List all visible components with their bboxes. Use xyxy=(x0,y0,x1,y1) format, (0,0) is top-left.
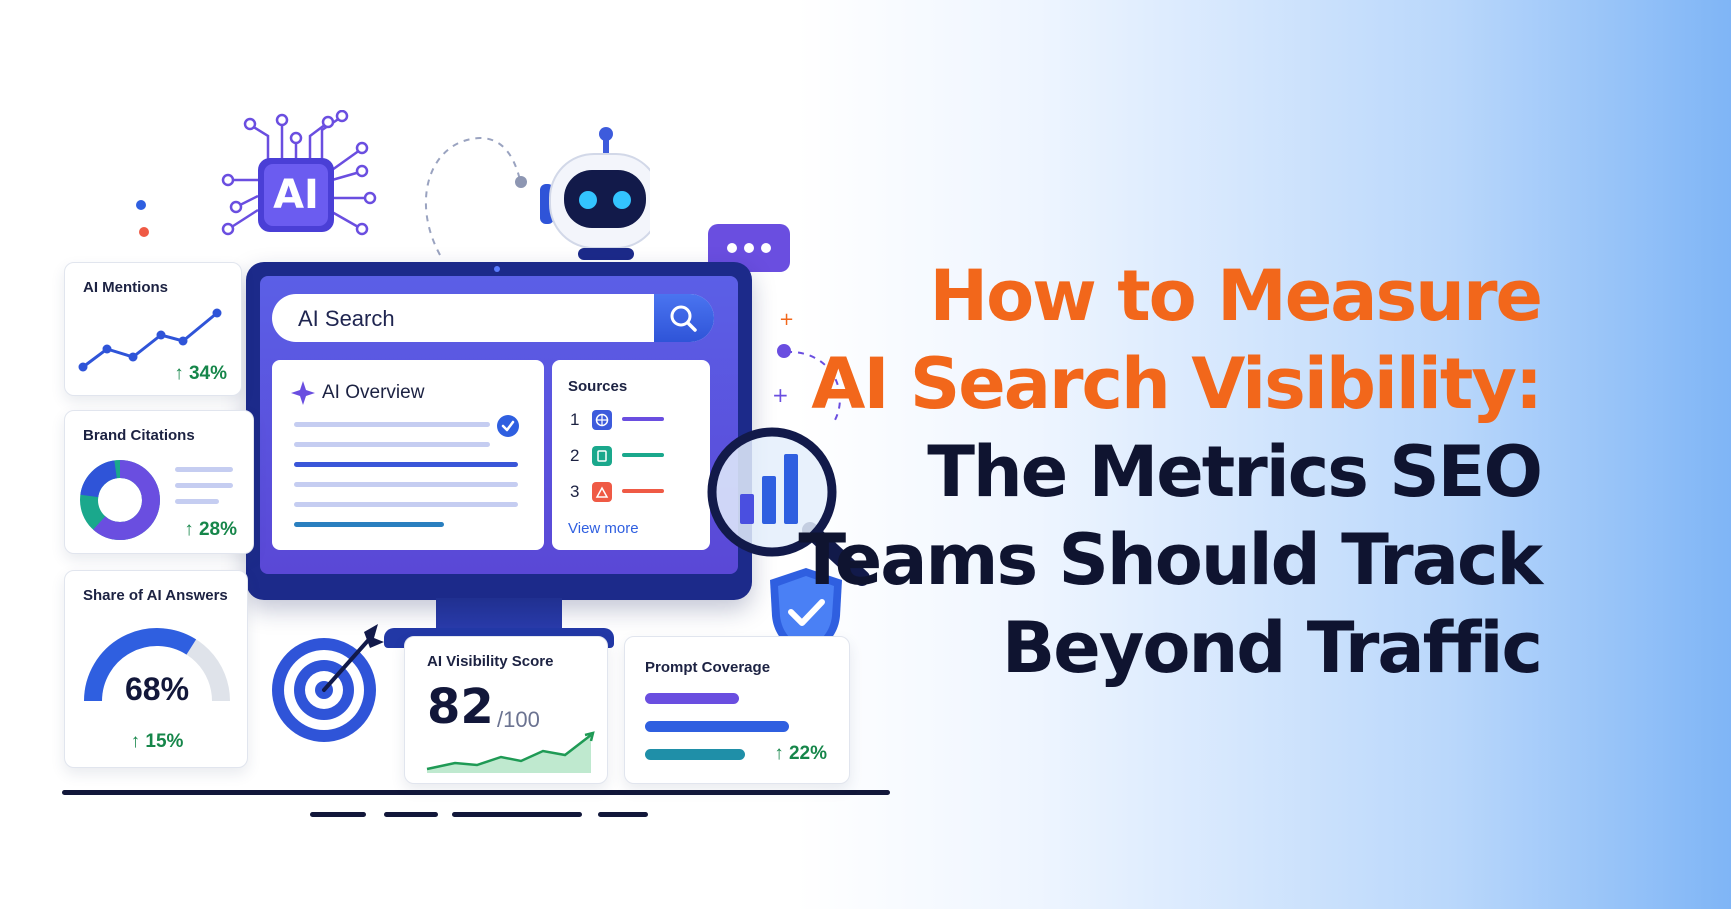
monitor-camera xyxy=(494,266,500,272)
globe-icon xyxy=(592,410,612,430)
headline-line-5: Beyond Traffic xyxy=(1001,607,1543,689)
source-line-2 xyxy=(622,453,664,457)
share-change: ↑ 15% xyxy=(130,731,184,752)
overview-line-4 xyxy=(294,482,518,487)
headline-line-1: How to Measure xyxy=(929,255,1543,337)
prompt-bar-2 xyxy=(645,721,789,732)
headline: How to Measure AI Search Visibility: The… xyxy=(781,252,1543,692)
ai-chip-circuit xyxy=(221,110,377,236)
card-title: Prompt Coverage xyxy=(645,659,771,676)
score-value: 82 xyxy=(427,679,494,735)
source-number: 2 xyxy=(570,446,580,465)
card-title: Share of AI Answers xyxy=(83,587,228,604)
mentions-change: ↑ 34% xyxy=(174,363,227,384)
image-icon xyxy=(592,482,612,502)
mentions-line-chart xyxy=(78,308,222,372)
source-item-1[interactable]: 1 xyxy=(566,408,696,434)
ai-search-bar[interactable]: AI Search xyxy=(272,294,714,342)
floor-dash-1 xyxy=(310,812,366,817)
decor-plus-orange: + xyxy=(779,309,794,330)
floor-dash-3 xyxy=(452,812,582,817)
source-line-1 xyxy=(622,417,664,421)
citations-donut-chart xyxy=(80,460,160,540)
floor-dash-2 xyxy=(384,812,438,817)
citations-line-1 xyxy=(175,467,233,472)
card-ai-mentions[interactable]: AI Mentions ↑ 34% xyxy=(64,262,242,396)
headline-line-2: AI Search Visibility: xyxy=(811,343,1543,425)
prompt-bar-3 xyxy=(645,749,745,760)
score-suffix: /100 xyxy=(497,707,540,732)
decor-plus-purple: + xyxy=(772,383,789,407)
view-more-link[interactable]: View more xyxy=(568,520,639,537)
search-label: AI Search xyxy=(298,306,395,331)
card-title: AI Mentions xyxy=(83,279,168,296)
magnifier-icon xyxy=(707,427,870,586)
score-sparkline-chart xyxy=(426,731,595,773)
decor-dashed-arc xyxy=(785,350,841,421)
source-line-3 xyxy=(622,489,664,493)
sources-panel: Sources 1 2 3 xyxy=(552,360,710,550)
card-brand-citations[interactable]: Brand Citations ↑ 28% xyxy=(64,410,254,554)
headline-line-3: The Metrics SEO xyxy=(927,431,1543,513)
monitor: AI Search AI Overview xyxy=(246,262,752,600)
decor-dashed-curve xyxy=(425,136,521,256)
card-ai-visibility-score[interactable]: AI Visibility Score 82 /100 xyxy=(404,636,608,784)
card-title: AI Visibility Score xyxy=(427,653,554,670)
citations-line-2 xyxy=(175,483,233,488)
ai-chip-label: AI xyxy=(273,172,319,218)
ai-overview-title: AI Overview xyxy=(322,382,425,403)
source-item-3[interactable]: 3 xyxy=(566,480,696,506)
headline-line-4: Teams Should Track xyxy=(798,519,1543,601)
card-prompt-coverage[interactable]: Prompt Coverage ↑ 22% xyxy=(624,636,850,784)
source-item-2[interactable]: 2 xyxy=(566,444,696,470)
target-icon xyxy=(272,624,384,742)
decor-dot-red xyxy=(139,227,149,237)
card-share-of-ai-answers[interactable]: Share of AI Answers 68% ↑ 15% xyxy=(64,570,248,768)
overview-line-6 xyxy=(294,522,444,527)
card-title: Brand Citations xyxy=(83,427,195,444)
overview-line-1 xyxy=(294,422,490,427)
search-button[interactable] xyxy=(654,294,714,342)
overview-line-5 xyxy=(294,502,518,507)
overview-line-3 xyxy=(294,462,518,467)
floor-line xyxy=(62,790,890,795)
share-gauge-chart xyxy=(84,628,230,702)
source-number: 1 xyxy=(570,410,580,429)
document-icon xyxy=(592,446,612,466)
shield-check-icon xyxy=(770,568,842,656)
sparkle-icon xyxy=(291,381,315,405)
search-icon xyxy=(670,305,697,332)
robot-icon xyxy=(540,127,650,260)
sources-title: Sources xyxy=(568,378,628,395)
floor-dash-4 xyxy=(598,812,648,817)
overview-line-2 xyxy=(294,442,490,447)
decor-dot-gray xyxy=(515,176,527,188)
check-circle-icon xyxy=(497,415,519,437)
decor-dot-purple xyxy=(777,344,791,358)
monitor-screen: AI Search AI Overview xyxy=(260,276,738,574)
prompt-change: ↑ 22% xyxy=(774,743,827,764)
decor-dot-blue xyxy=(136,200,146,210)
citations-change: ↑ 28% xyxy=(184,519,237,540)
ai-overview-panel: AI Overview xyxy=(272,360,544,550)
source-number: 3 xyxy=(570,482,580,501)
prompt-bar-1 xyxy=(645,693,739,704)
share-value: 68% xyxy=(124,671,190,707)
citations-line-3 xyxy=(175,499,219,504)
